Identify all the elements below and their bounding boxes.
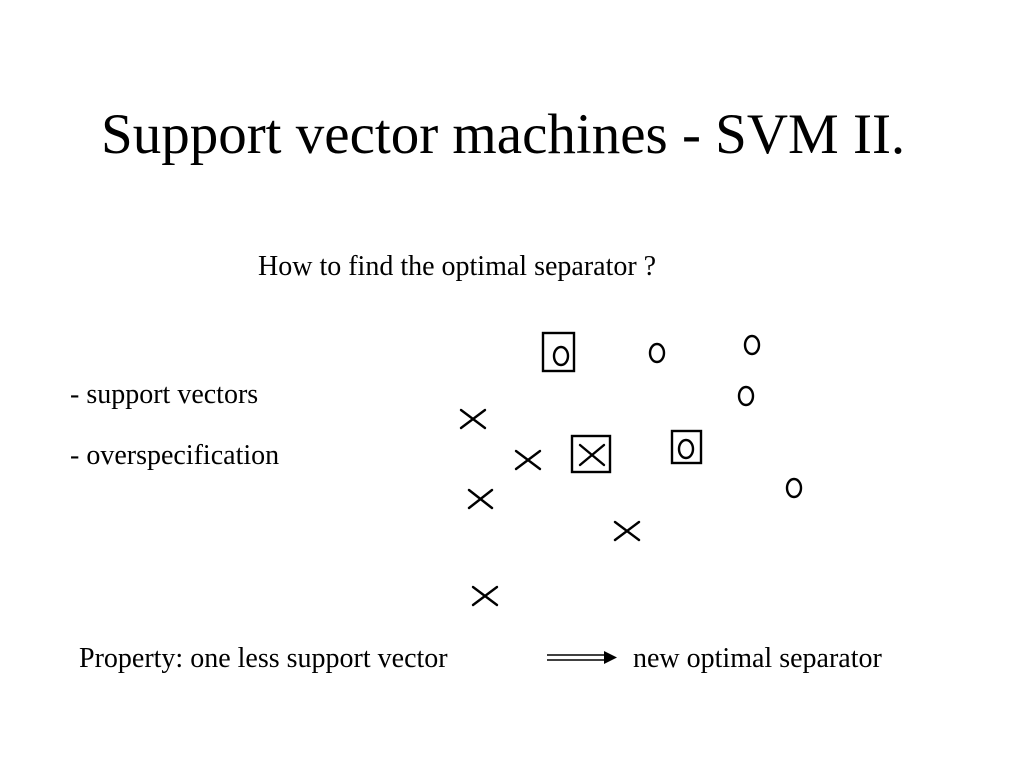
cross-marker [514, 449, 542, 471]
bullet-overspecification: - overspecification [70, 440, 280, 471]
bullet-support-vectors: - support vectors [70, 379, 259, 410]
cross-marker [459, 408, 487, 430]
circle-marker [552, 345, 570, 367]
support-vector-box [670, 429, 703, 465]
support-vector-box [541, 331, 576, 373]
circle-marker [648, 342, 666, 364]
circle-marker [743, 334, 761, 356]
cross-marker [471, 585, 499, 607]
circle-marker [785, 477, 803, 499]
circle-marker [737, 385, 755, 407]
circle-marker [677, 438, 695, 460]
slide-subtitle: How to find the optimal separator ? [258, 251, 657, 282]
cross-marker [613, 520, 641, 542]
cross-marker [578, 443, 606, 467]
property-result: new optimal separator [633, 643, 882, 674]
double-arrow-icon [547, 651, 617, 664]
support-vector-box [570, 434, 612, 474]
cross-marker [467, 488, 494, 510]
slide-title: Support vector machines - SVM II. [101, 103, 906, 166]
property-statement: Property: one less support vector [79, 643, 448, 674]
